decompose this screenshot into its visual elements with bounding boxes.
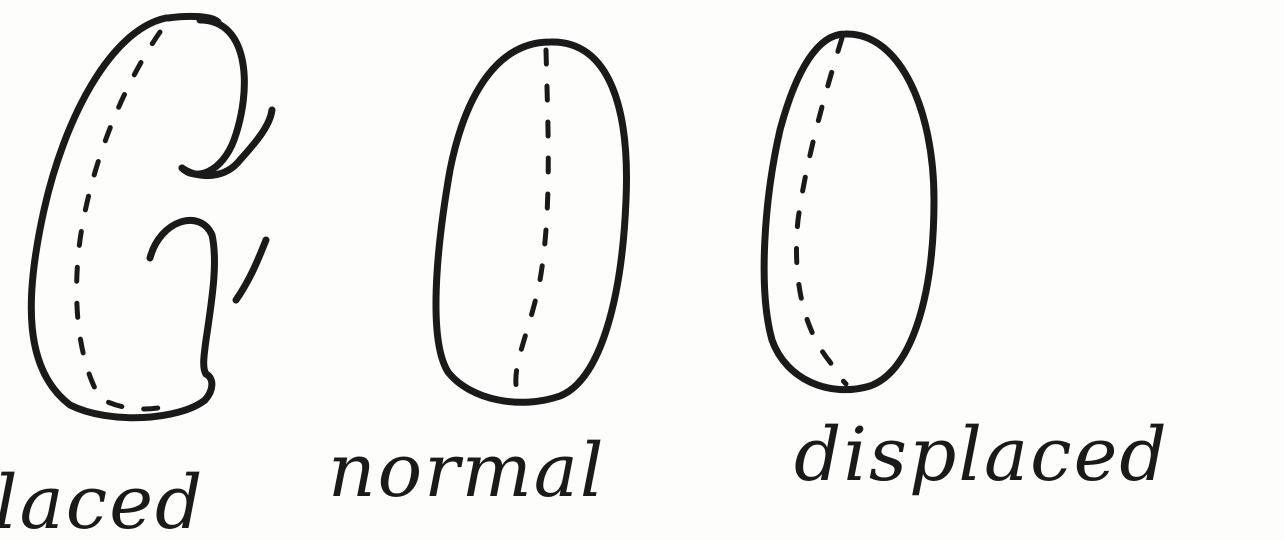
- disc-left-hook: [168, 16, 218, 22]
- disc-left-lower-notch: [150, 220, 214, 374]
- disc-figure-normal: [436, 42, 627, 402]
- disc-figure-left: [31, 16, 272, 417]
- disc-left-tail: [236, 240, 266, 300]
- disc-normal-outline: [436, 42, 627, 402]
- disc-left-upper-notch: [182, 110, 272, 176]
- disc-figure-displaced: [764, 34, 934, 390]
- label-normal: normal: [328, 428, 606, 514]
- label-laced: laced: [0, 460, 204, 540]
- label-displaced: displaced: [794, 412, 1169, 498]
- disc-left-outline: [31, 18, 244, 418]
- disc-displaced-centerline: [796, 38, 846, 384]
- disc-displaced-outline: [764, 34, 934, 390]
- disc-normal-centerline: [516, 50, 548, 385]
